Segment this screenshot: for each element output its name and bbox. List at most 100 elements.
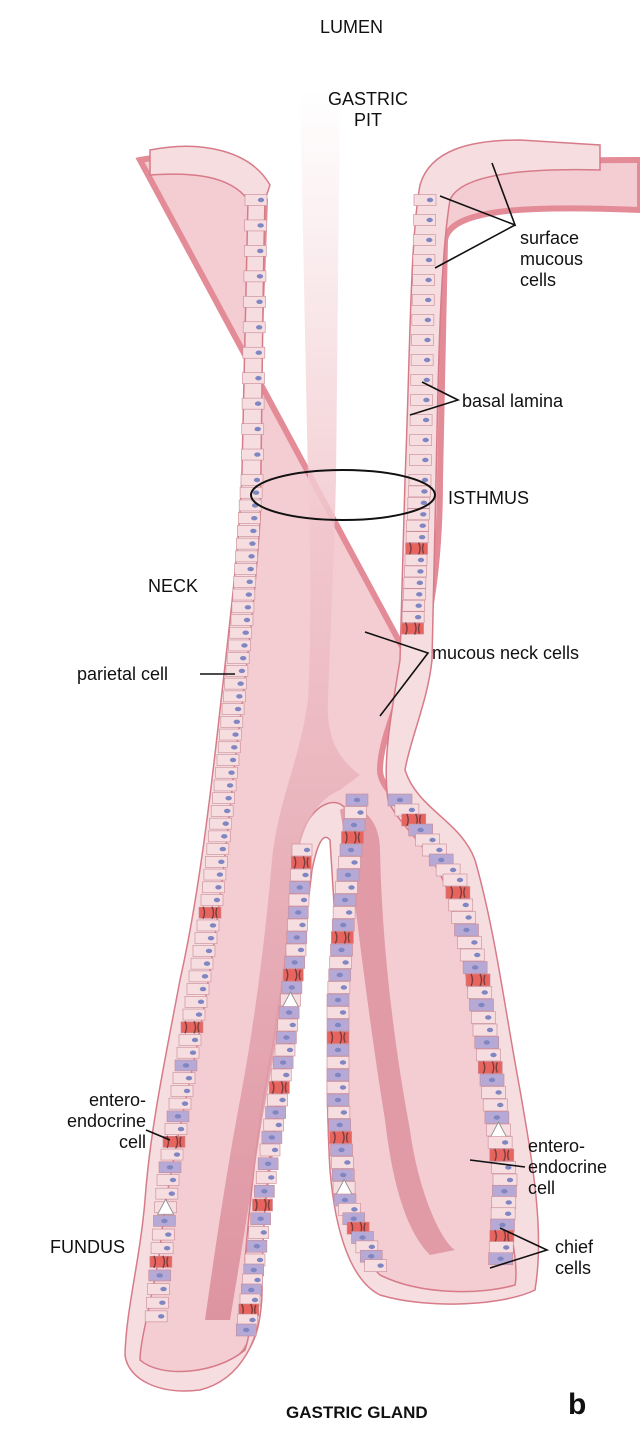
gastric-pit-label: GASTRIC PIT xyxy=(328,89,408,131)
nucleus xyxy=(463,903,469,907)
parietal-cell xyxy=(466,974,490,986)
nucleus xyxy=(221,834,227,838)
nucleus xyxy=(279,1098,285,1102)
nucleus xyxy=(224,809,230,813)
nucleus xyxy=(276,1123,282,1127)
nucleus xyxy=(418,558,424,562)
nucleus xyxy=(482,990,488,994)
nucleus xyxy=(257,274,263,278)
mucous-cell xyxy=(449,899,473,911)
nucleus xyxy=(228,771,234,775)
nucleus xyxy=(248,554,254,558)
nucleus xyxy=(457,878,463,882)
nucleus xyxy=(425,278,431,282)
nucleus xyxy=(190,1051,196,1055)
nucleus xyxy=(272,1110,278,1114)
isthmus-label: ISTHMUS xyxy=(448,488,529,509)
nucleus xyxy=(186,1076,192,1080)
nucleus xyxy=(202,974,208,978)
mucous-neck-cells-label: mucous neck cells xyxy=(432,643,579,664)
mucous-cell xyxy=(493,1174,517,1186)
nucleus xyxy=(369,1245,375,1249)
nucleus xyxy=(304,848,310,852)
nucleus xyxy=(261,1230,267,1234)
nucleus xyxy=(338,948,344,952)
nucleus xyxy=(497,1103,503,1107)
nucleus xyxy=(335,1023,341,1027)
nucleus xyxy=(243,1328,249,1332)
nucleus xyxy=(256,300,262,304)
nucleus xyxy=(249,541,255,545)
nucleus xyxy=(249,1318,255,1322)
nucleus xyxy=(484,1040,490,1044)
enteroendocrine-right-line2: endocrine xyxy=(528,1157,607,1178)
nucleus xyxy=(254,1278,260,1282)
nucleus xyxy=(257,249,263,253)
nucleus xyxy=(280,1060,286,1064)
nucleus xyxy=(485,1015,491,1019)
nucleus xyxy=(417,581,423,585)
nucleus xyxy=(438,858,444,862)
nucleus xyxy=(265,1162,271,1166)
nucleus xyxy=(507,1178,513,1182)
nucleus xyxy=(359,1235,365,1239)
nucleus xyxy=(182,1101,188,1105)
nucleus xyxy=(289,985,295,989)
parietal-cell xyxy=(199,907,221,918)
nucleus xyxy=(298,948,304,952)
nucleus xyxy=(220,847,226,851)
mucous-cell xyxy=(491,1208,515,1220)
nucleus xyxy=(255,401,261,405)
nucleus xyxy=(351,860,357,864)
nucleus xyxy=(235,707,241,711)
mucous-cell xyxy=(452,912,476,924)
nucleus xyxy=(254,452,260,456)
nucleus xyxy=(471,940,477,944)
enteroendocrine-left-label: entero- endocrine cell xyxy=(66,1090,146,1153)
mucous-cell xyxy=(473,1024,497,1036)
enteroendocrine-right-line3: cell xyxy=(528,1178,607,1199)
nucleus xyxy=(487,1028,493,1032)
nucleus xyxy=(472,965,478,969)
surface-mucous-line3: cells xyxy=(520,270,583,291)
nucleus xyxy=(495,1090,501,1094)
nucleus xyxy=(283,1073,289,1077)
nucleus xyxy=(218,860,224,864)
nucleus xyxy=(348,885,354,889)
neck-label: NECK xyxy=(148,576,198,597)
nucleus xyxy=(421,489,427,493)
nucleus xyxy=(419,535,425,539)
nucleus xyxy=(341,985,347,989)
nucleus xyxy=(502,1140,508,1144)
nucleus xyxy=(415,615,421,619)
enteroendocrine-right-line1: entero- xyxy=(528,1136,607,1157)
nucleus xyxy=(204,961,210,965)
nucleus xyxy=(161,1219,167,1223)
nucleus xyxy=(244,618,250,622)
nucleus xyxy=(417,828,423,832)
nucleus xyxy=(299,923,305,927)
nucleus xyxy=(208,936,214,940)
nucleus xyxy=(423,438,429,442)
nucleus xyxy=(225,796,231,800)
nucleus xyxy=(256,351,262,355)
nucleus xyxy=(335,1048,341,1052)
nucleus xyxy=(231,745,237,749)
nucleus xyxy=(425,318,431,322)
nucleus xyxy=(422,458,428,462)
nucleus xyxy=(478,1003,484,1007)
nucleus xyxy=(159,1301,165,1305)
nucleus xyxy=(160,1287,166,1291)
nucleus xyxy=(417,569,423,573)
surface-mucous-line1: surface xyxy=(520,228,583,249)
nucleus xyxy=(232,732,238,736)
nucleus xyxy=(354,798,360,802)
nucleus xyxy=(247,580,253,584)
nucleus xyxy=(424,378,430,382)
basal-lamina-label: basal lamina xyxy=(462,391,563,412)
nucleus xyxy=(272,1148,278,1152)
nucleus xyxy=(178,1127,184,1131)
nucleus xyxy=(158,1314,164,1318)
nucleus xyxy=(198,1000,204,1004)
